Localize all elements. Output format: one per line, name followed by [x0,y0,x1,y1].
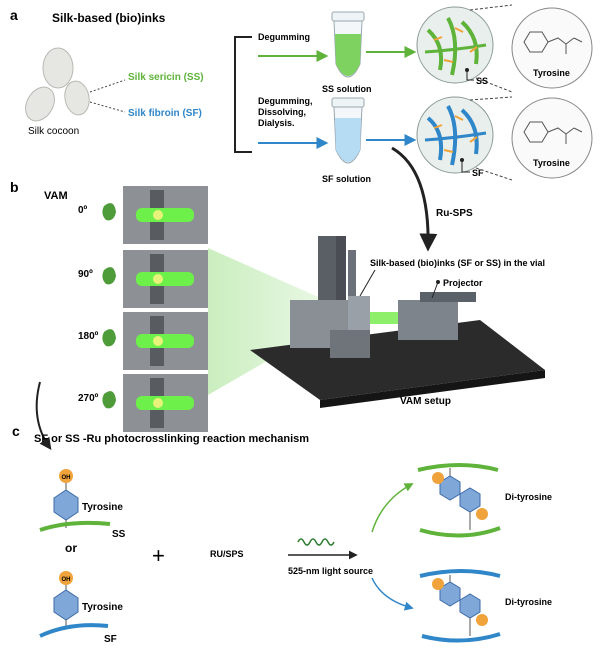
setup-label: VAM setup [400,396,451,407]
ru-sps-label: Ru-SPS [436,208,473,219]
angle-label: 180º [78,331,99,342]
sf-tag-line [461,160,470,173]
angle-label: 0º [78,205,88,216]
sf-tube-icon [331,97,365,164]
cocoon-label: Silk cocoon [28,126,79,137]
light-source-label: 525-nm light source [288,566,373,576]
panel-a-title: Silk-based (bio)inks [52,11,166,25]
oh-label-1: OH [62,475,71,481]
step-bottom-label-2: Dissolving, [258,107,306,117]
projector-leader-line [431,281,439,299]
zoom-line-top-1 [469,4,513,11]
ss-di-tyrosine-icon [417,463,501,538]
vam-setup-device-icon [250,236,545,408]
reagent-label: RU/SPS [210,549,244,559]
ss-chain-tag: SS [112,529,126,540]
ss-tyrosine-molecule-icon: OH [39,469,111,532]
vam-frame: 180º [78,312,208,370]
sericin-label: Silk sericin (SS) [128,72,204,83]
leaf-sample-icon [102,329,116,347]
vam-frame: 0º [78,186,208,244]
leaf-sample-icon [102,203,116,221]
ss-tag-line [466,70,474,81]
panel-b-letter: b [10,179,19,195]
ss-tube-icon [331,11,365,78]
sf-tyrosine-molecule-icon: OH [39,571,109,638]
sf-di-tyrosine-icon [419,569,501,643]
light-wave-icon [297,538,335,546]
tyrosine-top-label: Tyrosine [533,68,570,78]
tyrosine-label-1: Tyrosine [82,502,123,513]
step-bottom-label-3: Dialysis. [258,118,295,128]
ru-sps-arrow [391,146,438,252]
tyrosine-bottom-label: Tyrosine [533,158,570,168]
leaf-sample-icon [102,267,116,285]
step-top-label: Degumming [258,32,310,42]
fibroin-label: Silk fibroin (SF) [128,108,202,119]
panel-c-title: SF or SS -Ru photocrosslinking reaction … [34,433,309,445]
vam-frame: 90º [78,250,208,308]
product-arrow-ss [371,483,414,533]
tyrosine-label-2: Tyrosine [82,602,123,613]
di-tyrosine-label-1: Di-tyrosine [505,492,552,502]
product-arrow-sf [371,577,414,611]
angle-label: 270º [78,393,99,404]
sf-tag-dot [460,158,464,162]
zoom-line-top-2 [475,77,513,93]
sf-network-tag: SF [472,168,484,178]
plus-sign: + [152,543,165,568]
ss-solution-label: SS solution [322,84,372,94]
tyrosine-structure-bottom-icon [511,97,593,179]
ss-network-tag: SS [476,76,488,86]
b-to-c-arrow [35,381,52,450]
zoom-line-bottom-1 [469,96,513,101]
vial-label: Silk-based (bio)inks (SF or SS) in the v… [370,258,545,268]
ss-tag-dot [465,68,469,72]
projector-label: Projector [443,278,483,288]
fibroin-leader-line [89,101,126,113]
panel-c-letter: c [12,423,20,439]
oh-label-2: OH [62,577,71,583]
sericin-leader-line [89,79,126,93]
vam-frames: 0º 90º 180º 270º [78,186,208,432]
tyrosine-structure-top-icon [511,7,593,89]
step-bottom-label-1: Degumming, [258,96,313,106]
angle-label: 90º [78,269,93,280]
ss-network-icon [416,6,494,84]
sf-solution-label: SF solution [322,174,371,184]
or-label: or [65,541,77,555]
projection-beam [208,248,352,395]
sf-chain-tag: SF [104,634,117,645]
vial-leader-line [359,269,376,297]
vam-frame: 270º [78,374,208,432]
leaf-sample-icon [102,391,116,409]
panel-a-letter: a [10,7,18,23]
silk-cocoon-icon [25,47,90,122]
panel-b-title: VAM [44,190,68,202]
di-tyrosine-label-2: Di-tyrosine [505,597,552,607]
zoom-line-bottom-2 [475,167,513,181]
process-bracket [234,36,252,153]
sf-network-icon [416,96,494,174]
